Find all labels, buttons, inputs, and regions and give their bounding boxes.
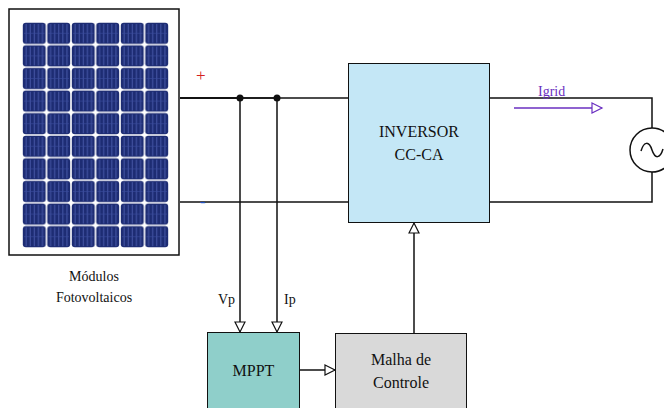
pv-module: Módulos Fotovoltaicos	[8, 8, 180, 308]
grid-wire	[490, 98, 652, 128]
current-arrow	[514, 107, 602, 109]
connector	[180, 98, 277, 332]
block-label: MPPT	[214, 359, 294, 382]
ac-source-symbol	[630, 128, 664, 172]
block-box: INVERSOR CC-CA	[348, 63, 490, 223]
polarity-sign: -	[200, 192, 206, 212]
panel-caption: Módulos Fotovoltaicos	[37, 266, 152, 308]
ac-sine-symbol	[641, 143, 663, 156]
signal-label: Ip	[284, 292, 296, 308]
block-label: Malha de Controle	[356, 348, 446, 394]
connector	[413, 223, 415, 333]
grid-wire	[490, 172, 652, 202]
block-box: MPPT	[207, 332, 300, 408]
block-box: Malha de Controle	[335, 333, 467, 408]
signal-label: Vp	[218, 292, 235, 308]
block-label: INVERSOR CC-CA	[369, 120, 469, 166]
connector	[180, 98, 240, 332]
panel-frame	[8, 8, 180, 256]
current-label: Igrid	[538, 84, 565, 100]
polarity-sign: +	[196, 66, 206, 86]
connector	[300, 369, 335, 371]
